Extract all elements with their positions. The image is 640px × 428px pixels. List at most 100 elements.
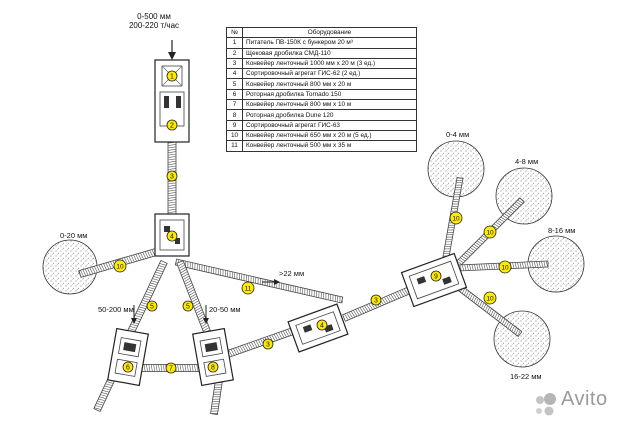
badge-label: 4 [170,233,174,240]
belt-feed-6 [93,375,116,413]
badge-3a: 3 [166,170,178,182]
label-4-8: 4-8 мм [515,157,539,166]
badge-label: 3 [374,297,378,304]
row-name: Щековая дробилка СМД-110 [242,47,417,59]
badge-6: 6 [122,361,134,373]
badge-4b: 4 [316,319,328,331]
badge-label: 6 [126,364,130,371]
row-num: 9 [226,119,243,131]
row-num: 10 [226,129,243,142]
header-name: Оборудование [242,26,417,39]
row-name: Конвейер ленточный 1000 мм х 20 м (3 ед.… [242,57,417,70]
belt-3-lower [226,326,299,358]
row-num: 2 [226,47,243,59]
row-num: 7 [226,99,243,111]
row-name: Сортировочный агрегат ГИС-62 (2 ед.) [242,68,417,80]
belt-long-11 [174,258,344,304]
label-0-20: 0-20 мм [60,231,88,240]
belt-left-5 [126,259,168,337]
header-num: № [226,26,243,39]
row-name: Конвейер ленточный 800 мм х 20 м [242,78,417,90]
row-name: Роторная дробилка Dune 120 [242,109,417,121]
row-name: Конвейер ленточный 650 мм х 20 м (5 ед.) [242,129,417,142]
watermark-text: Avito [561,388,608,410]
label-0-4: 0-4 мм [446,130,470,139]
badge-11: 11 [241,281,255,295]
row-num: 6 [226,88,243,101]
row-name: Роторная дробилка Tornado 150 [242,88,417,101]
row-name: Питатель ПВ-150К с бункером 20 м³ [242,37,417,49]
badge-5a: 5 [146,300,158,312]
badge-9: 9 [430,270,442,282]
avito-logo-icon [536,393,556,416]
row-num: 3 [226,57,243,70]
rotor-crusher-6 [107,327,149,387]
row-name: Сортировочный агрегат ГИС-63 [242,119,417,131]
stockpile-0-20 [42,239,98,295]
belt-feed-8 [210,379,223,415]
badge-label: 3 [266,341,270,348]
badge-10b: 10 [449,211,463,225]
table-header-row: № Оборудование [226,26,417,39]
badge-1: 1 [166,70,178,82]
rotor-crusher-8 [192,327,234,387]
badge-4a: 4 [166,230,178,242]
badge-label: 7 [169,365,173,372]
badge-label: 4 [320,322,324,329]
badge-10d: 10 [498,260,512,274]
badge-label: 9 [434,273,438,280]
label-8-16: 8-16 мм [548,226,576,235]
badge-2: 2 [166,119,178,131]
badge-label: 10 [116,263,124,270]
badge-label: 10 [486,295,494,302]
badge-label: 10 [452,215,460,222]
row-num: 11 [226,140,243,152]
feed-arrow [168,40,176,60]
row-num: 5 [226,78,243,90]
row-name: Конвейер ленточный 500 мм х 35 м [242,140,417,152]
badge-label: 2 [170,122,174,129]
badge-5b: 5 [182,300,194,312]
row-num: 1 [226,37,243,49]
badge-label: 1 [170,73,174,80]
badge-label: 5 [150,303,154,310]
oversize-arrow [262,279,280,285]
feed-capacity: 200-220 т/час [128,21,180,30]
row-num: 8 [226,109,243,121]
belt-to-16-22 [449,279,523,337]
label-gt22: >22 мм [279,269,305,278]
row-num: 4 [226,68,243,80]
feed-size: 0-500 мм [137,12,171,21]
badge-label: 11 [245,285,252,292]
chute-arrows [131,305,209,324]
badge-3c: 3 [370,294,382,306]
badge-label: 3 [170,173,174,180]
row-name: Конвейер ленточный 800 мм х 10 м [242,99,417,111]
badge-10c: 10 [483,225,497,239]
badge-label: 10 [486,229,494,236]
feed-info: 0-500 мм 200-220 т/час [99,12,209,30]
label-16-22: 16-22 мм [510,372,542,381]
badge-10e: 10 [483,291,497,305]
badge-10a: 10 [113,259,127,273]
badge-label: 8 [211,364,215,371]
badge-label: 10 [501,264,509,271]
badge-8: 8 [207,361,219,373]
badge-7: 7 [165,362,177,374]
label-50-200: 50-200 мм [98,305,134,314]
